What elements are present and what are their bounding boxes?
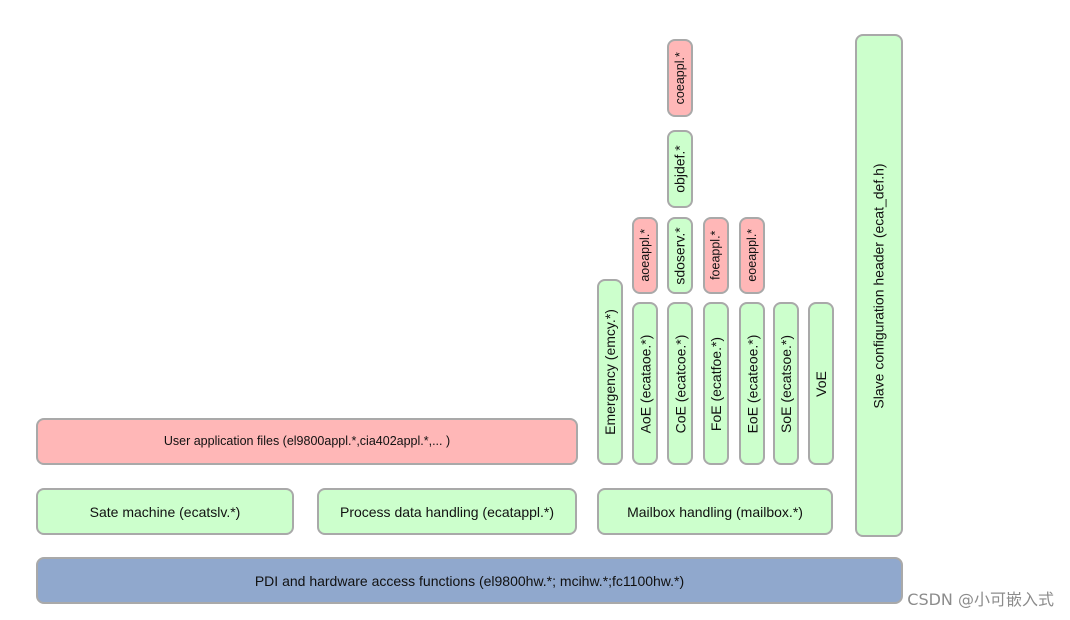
- mailbox-handling-box: Mailbox handling (mailbox.*): [597, 488, 833, 535]
- pdi-hardware-access-box: PDI and hardware access functions (el980…: [36, 557, 903, 604]
- process-data-handling-label: Process data handling (ecatappl.*): [339, 503, 555, 520]
- soe-box: SoE (ecatsoe.*): [773, 302, 799, 465]
- foe-label: FoE (ecatfoe.*): [708, 336, 724, 431]
- pdi-hardware-access-label: PDI and hardware access functions (el980…: [254, 572, 685, 589]
- mailbox-handling-label: Mailbox handling (mailbox.*): [627, 503, 803, 520]
- state-machine-label: Sate machine (ecatslv.*): [89, 503, 241, 520]
- voe-label: VoE: [813, 370, 830, 397]
- user-application-files-box: User application files (el9800appl.*,cia…: [36, 418, 578, 465]
- aoe-box: AoE (ecataoe.*): [632, 302, 658, 465]
- eoeappl-label: eoeappl.*: [744, 229, 759, 282]
- eoe-label: EoE (ecateoe.*): [744, 334, 760, 433]
- eoe-box: EoE (ecateoe.*): [739, 302, 765, 465]
- emergency-label: Emergency (emcy.*): [602, 309, 618, 435]
- foeappl-label: foeappl.*: [708, 230, 723, 281]
- aoeappl-box: aoeappl.*: [632, 217, 658, 294]
- user-application-files-label: User application files (el9800appl.*,cia…: [163, 434, 451, 449]
- foeappl-box: foeappl.*: [703, 217, 729, 294]
- slave-config-header-box: Slave configuration header (ecat_def.h): [855, 34, 903, 537]
- aoeappl-label: aoeappl.*: [637, 229, 652, 282]
- soe-label: SoE (ecatsoe.*): [778, 334, 794, 433]
- sdoserv-label: sdoserv.*: [672, 226, 689, 285]
- objdef-label: objdef.*: [672, 145, 689, 193]
- state-machine-box: Sate machine (ecatslv.*): [36, 488, 294, 535]
- coeappl-label: coeappl.*: [672, 51, 687, 105]
- objdef-box: objdef.*: [667, 130, 693, 208]
- process-data-handling-box: Process data handling (ecatappl.*): [317, 488, 577, 535]
- eoeappl-box: eoeappl.*: [739, 217, 765, 294]
- coeappl-box: coeappl.*: [667, 39, 693, 117]
- coe-label: CoE (ecatcoe.*): [672, 334, 689, 433]
- emergency-box: Emergency (emcy.*): [597, 279, 623, 465]
- foe-box: FoE (ecatfoe.*): [703, 302, 729, 465]
- voe-box: VoE: [808, 302, 834, 465]
- csdn-watermark: CSDN @小可嵌入式: [907, 590, 1054, 609]
- sdoserv-box: sdoserv.*: [667, 217, 693, 294]
- aoe-label: AoE (ecataoe.*): [637, 334, 653, 433]
- coe-box: CoE (ecatcoe.*): [667, 302, 693, 465]
- slave-config-header-label: Slave configuration header (ecat_def.h): [871, 162, 888, 409]
